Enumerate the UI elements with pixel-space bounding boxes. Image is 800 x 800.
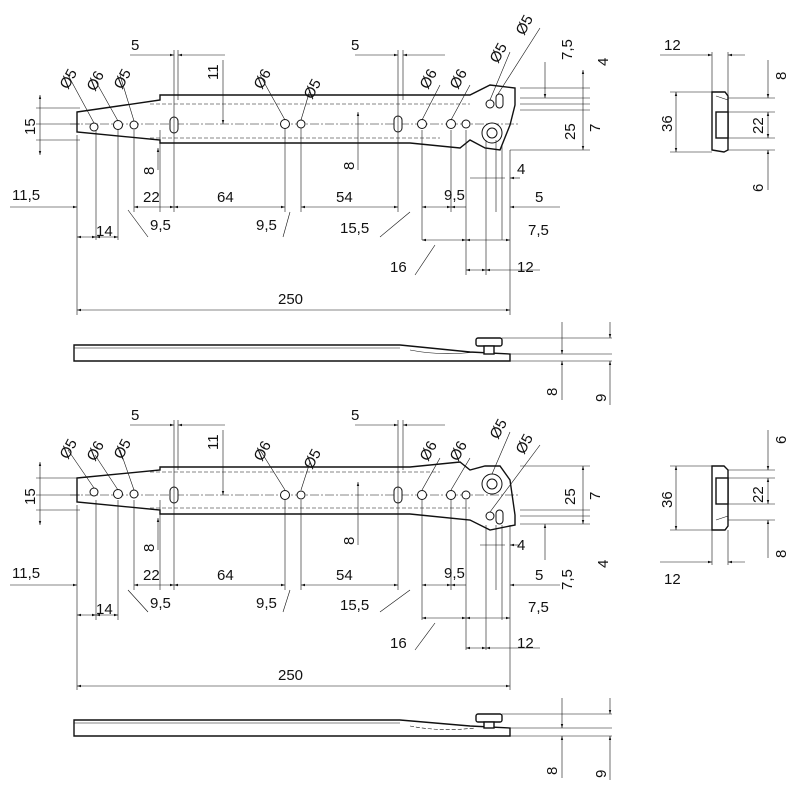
dim-label: 16	[390, 259, 407, 276]
dim-label: 64	[217, 189, 234, 206]
dim-label: 7,5	[559, 569, 576, 590]
dim-label: 9,5	[150, 217, 171, 234]
dim-label: 15	[22, 488, 39, 505]
hole-diameter-label: Ø6	[417, 66, 441, 92]
dim-label: 4	[517, 161, 525, 178]
dim-label: 12	[664, 37, 681, 54]
top-rail-outline	[76, 84, 516, 151]
dim-label: 7,5	[559, 39, 576, 60]
dim-label: 22	[143, 189, 160, 206]
dim-label: 8	[341, 162, 358, 170]
dim-label: 7,5	[528, 222, 549, 239]
dim-label: 6	[750, 184, 767, 192]
hole-diameter-label: Ø6	[251, 438, 275, 464]
hole-diameter-label: Ø5	[513, 12, 537, 38]
bottom-end-view: 6 36 22 12 8	[659, 430, 790, 588]
dim-label: 11,5	[12, 565, 40, 582]
dim-label: 9,5	[256, 595, 277, 612]
dim-label: 9,5	[256, 217, 277, 234]
dim-label: 64	[217, 567, 234, 584]
dim-label: 7	[587, 492, 604, 500]
dim-label: 15,5	[340, 597, 369, 614]
dim-label: 5	[131, 37, 139, 54]
dim-label: 14	[96, 601, 113, 618]
hole-diameter-label: Ø6	[251, 66, 275, 92]
hole-diameter-label: Ø5	[487, 40, 511, 66]
hole-diameter-label: Ø5	[111, 66, 135, 92]
hole-diameter-label: Ø5	[57, 66, 81, 92]
dim-label: 11,5	[12, 187, 40, 204]
bottom-side-view: 8 9	[73, 698, 612, 780]
dim-label: 9	[593, 394, 610, 402]
dim-label: 7,5	[528, 599, 549, 616]
dim-label: 250	[278, 667, 303, 684]
hole-diameter-label: Ø5	[111, 436, 135, 462]
dim-label: 8	[773, 550, 790, 558]
hole-diameter-label: Ø6	[447, 66, 471, 92]
dim-label: 9,5	[444, 565, 465, 582]
dim-label: 12	[664, 571, 681, 588]
dim-label: 8	[544, 388, 561, 396]
dim-label: 54	[336, 189, 353, 206]
dim-label: 12	[517, 259, 534, 276]
top-plan-view: Ø5 Ø6 Ø5 Ø6 Ø5 Ø6 Ø6 Ø5 Ø5 5 5 11 15 8 8…	[10, 12, 612, 315]
dim-label: 5	[535, 567, 543, 584]
dim-label: 36	[659, 491, 676, 508]
top-side-view: 8 9	[73, 322, 612, 405]
dim-label: 16	[390, 635, 407, 652]
dim-label: 4	[517, 537, 525, 554]
dim-label: 22	[750, 117, 767, 134]
dim-label: 22	[143, 567, 160, 584]
dim-label: 9	[593, 770, 610, 778]
dim-label: 5	[535, 189, 543, 206]
hole-diameter-label: Ø5	[513, 431, 537, 457]
dim-label: 250	[278, 291, 303, 308]
hole-diameter-label: Ø6	[447, 438, 471, 464]
dim-label: 7	[587, 124, 604, 132]
dim-label: 12	[517, 635, 534, 652]
dim-label: 5	[351, 407, 359, 424]
dim-label: 25	[562, 488, 579, 505]
dim-label: 9,5	[444, 187, 465, 204]
dim-label: 14	[96, 223, 113, 240]
dim-label: 15,5	[340, 220, 369, 237]
dim-label: 5	[351, 37, 359, 54]
hole-diameter-label: Ø6	[417, 438, 441, 464]
dim-label: 25	[562, 123, 579, 140]
dim-label: 22	[750, 486, 767, 503]
dim-label: 8	[544, 767, 561, 775]
dim-label: 15	[22, 118, 39, 135]
dim-label: 11	[205, 64, 222, 80]
dim-label: 9,5	[150, 595, 171, 612]
dim-label: 8	[141, 167, 158, 175]
hole-diameter-label: Ø5	[57, 436, 81, 462]
dim-label: 4	[595, 58, 612, 66]
dim-label: 11	[205, 434, 222, 450]
bottom-plan-view: Ø5 Ø6 Ø5 Ø6 Ø5 Ø6 Ø6 Ø5 Ø5 5 5 11 15 8 8…	[10, 407, 612, 690]
dim-label: 8	[341, 537, 358, 545]
dim-label: 8	[141, 544, 158, 552]
hole-diameter-label: Ø6	[84, 68, 108, 94]
dim-label: 8	[773, 72, 790, 80]
dim-label: 5	[131, 407, 139, 424]
dim-label: 36	[659, 115, 676, 132]
dim-label: 54	[336, 567, 353, 584]
top-end-view: 12 8 36 22 6	[659, 37, 790, 192]
dim-label: 6	[773, 436, 790, 444]
hole-diameter-label: Ø6	[84, 438, 108, 464]
dim-label: 4	[595, 560, 612, 568]
